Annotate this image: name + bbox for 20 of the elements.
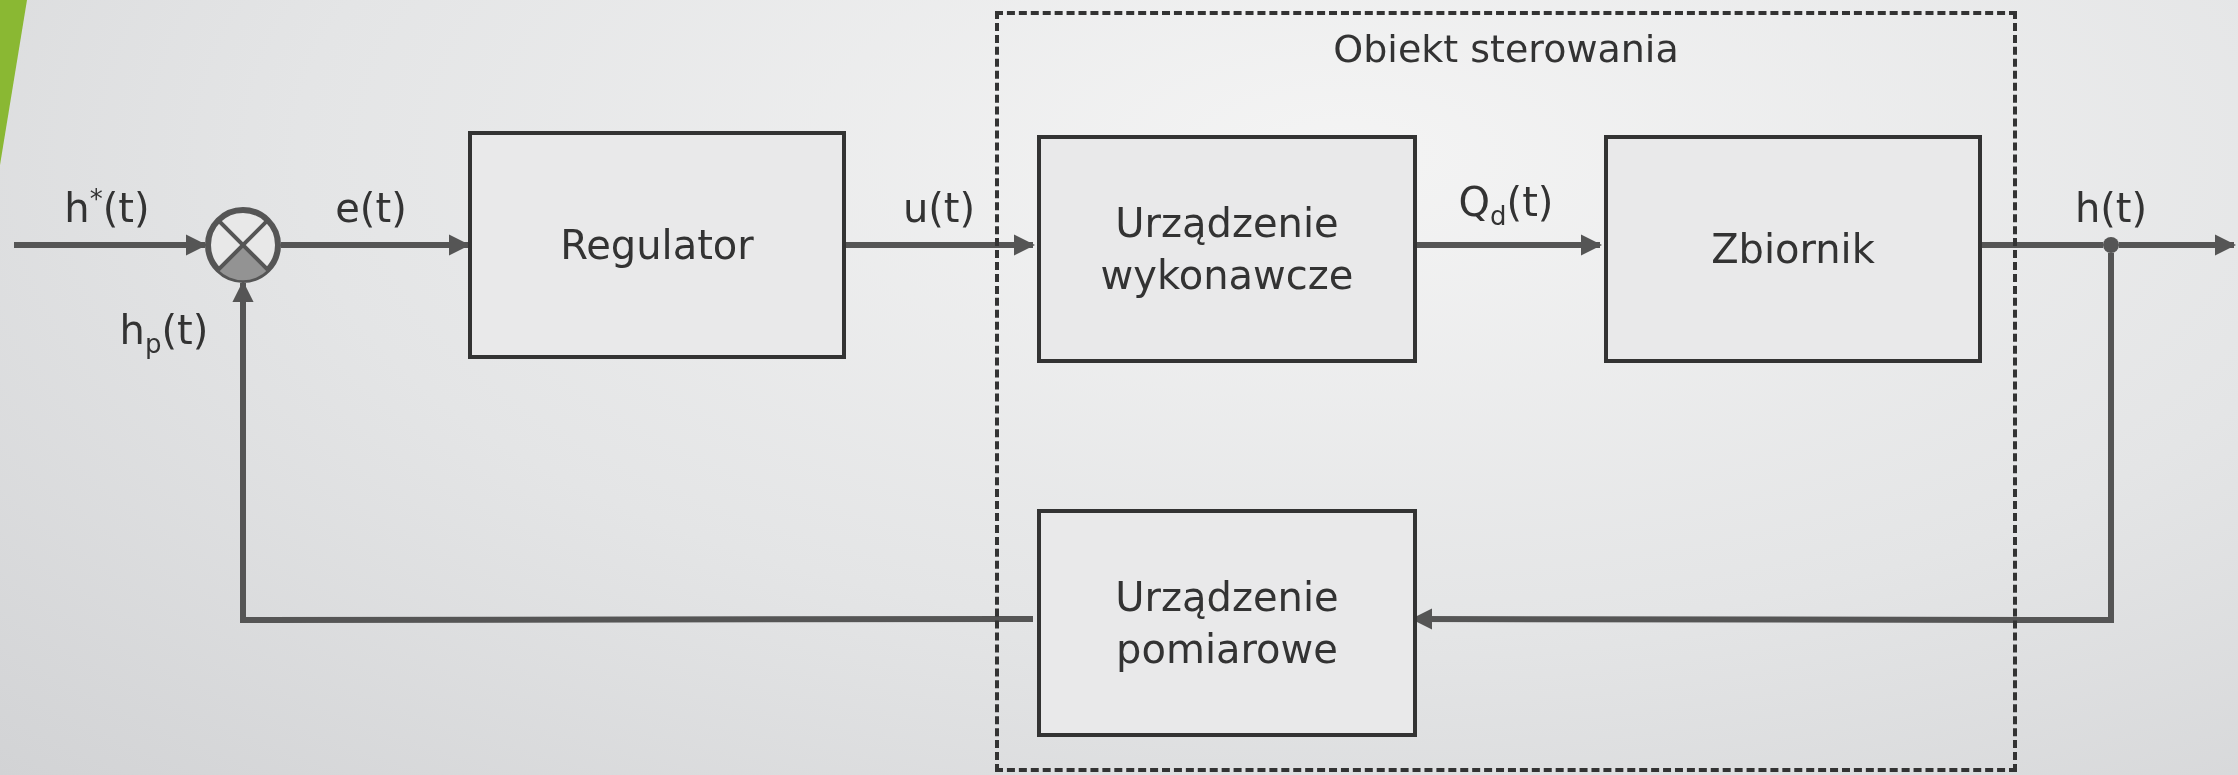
block-label: Urządzenie pomiarowe — [1114, 573, 1340, 674]
block-label: Regulator — [560, 221, 754, 270]
process-box — [468, 131, 846, 359]
signal-label: e(t) — [335, 184, 407, 232]
block-label: Urządzenie wykonawcze — [1099, 199, 1355, 300]
process-box — [1604, 135, 1982, 363]
arrow — [14, 234, 208, 256]
signal-label: h$_{p}$(t) — [119, 305, 209, 360]
signal-label: h$^{*}$(t) — [64, 183, 150, 232]
arrow — [2119, 234, 2237, 256]
dashed-group-box — [995, 11, 2017, 772]
process-box — [1037, 135, 1417, 363]
arrow — [232, 280, 1033, 623]
process-box — [1037, 509, 1417, 737]
arrow — [846, 234, 1036, 256]
signal-label: Q$_{d}$(t) — [1458, 177, 1554, 232]
group-title: Obiekt sterowania — [1333, 26, 1679, 73]
signal-label: h(t) — [2074, 184, 2148, 232]
block-label: Zbiornik — [1711, 225, 1875, 274]
signal-label: u(t) — [902, 184, 976, 232]
